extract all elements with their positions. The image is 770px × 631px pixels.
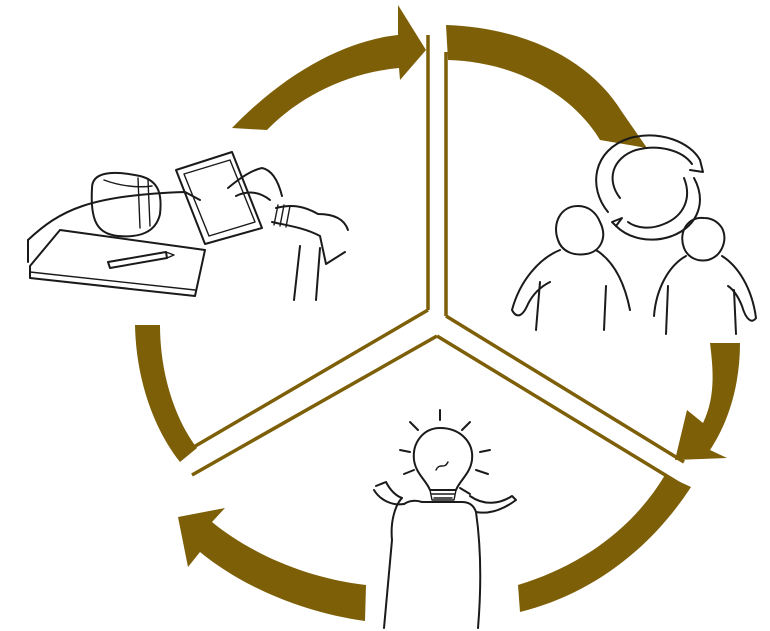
arrow-to-idea-icon (446, 25, 647, 148)
person-using-tablet-at-desk-icon (28, 152, 348, 300)
divider-lower-left (180, 310, 437, 475)
person-with-lightbulb-idea-icon (374, 410, 516, 628)
arrow-to-discussion-icon (232, 5, 426, 130)
divider-lower-right (437, 316, 684, 484)
arrow-bottom-right (518, 475, 691, 612)
cycle-arrows (135, 5, 740, 621)
arrow-right-lower (675, 343, 740, 460)
divider-top (428, 35, 446, 316)
arrow-to-tablet-icon (178, 508, 366, 621)
arrow-left-stub (135, 325, 197, 462)
two-people-exchanging-ideas-icon (512, 135, 756, 334)
